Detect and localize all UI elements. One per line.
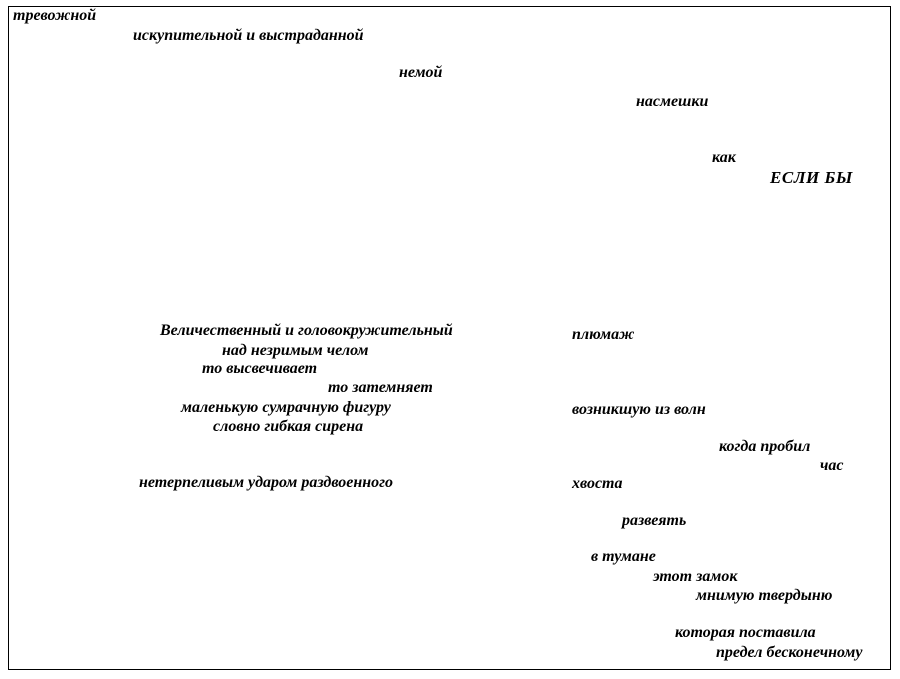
poem-line: этот замок — [653, 568, 738, 585]
poem-line: словно гибкая сирена — [213, 418, 364, 435]
poem-line: то затемняет — [328, 379, 433, 396]
poem-line: ЕСЛИ БЫ — [770, 168, 853, 187]
poem-line: нетерпеливым ударом раздвоенного — [139, 474, 394, 491]
poem-line: как — [712, 149, 736, 166]
poem-line: тревожной — [13, 7, 97, 24]
poem-line: немой — [399, 64, 443, 81]
poem-line: час — [820, 457, 844, 474]
poem-line: над незримым челом — [222, 342, 369, 359]
poem-line: плюмаж — [572, 326, 635, 343]
poem-line: которая поставила — [675, 624, 816, 641]
poem-line: развеять — [622, 512, 687, 529]
poem-line: хвоста — [572, 475, 623, 492]
poem-line: когда пробил — [719, 438, 811, 455]
poem-line: Величественный и головокружительный — [160, 322, 453, 339]
poem-line: в тумане — [591, 548, 656, 565]
poem-line: искупительной и выстраданной — [133, 27, 364, 44]
poem-line: предел бесконечному — [716, 644, 863, 661]
poem-line: маленькую сумрачную фигуру — [181, 399, 391, 416]
poem-line: то высвечивает — [202, 360, 318, 377]
poem-line: насмешки — [636, 93, 709, 110]
page-border — [8, 6, 891, 670]
poem-line: возникшую из волн — [572, 401, 706, 418]
poem-line: мнимую твердыню — [696, 587, 833, 604]
